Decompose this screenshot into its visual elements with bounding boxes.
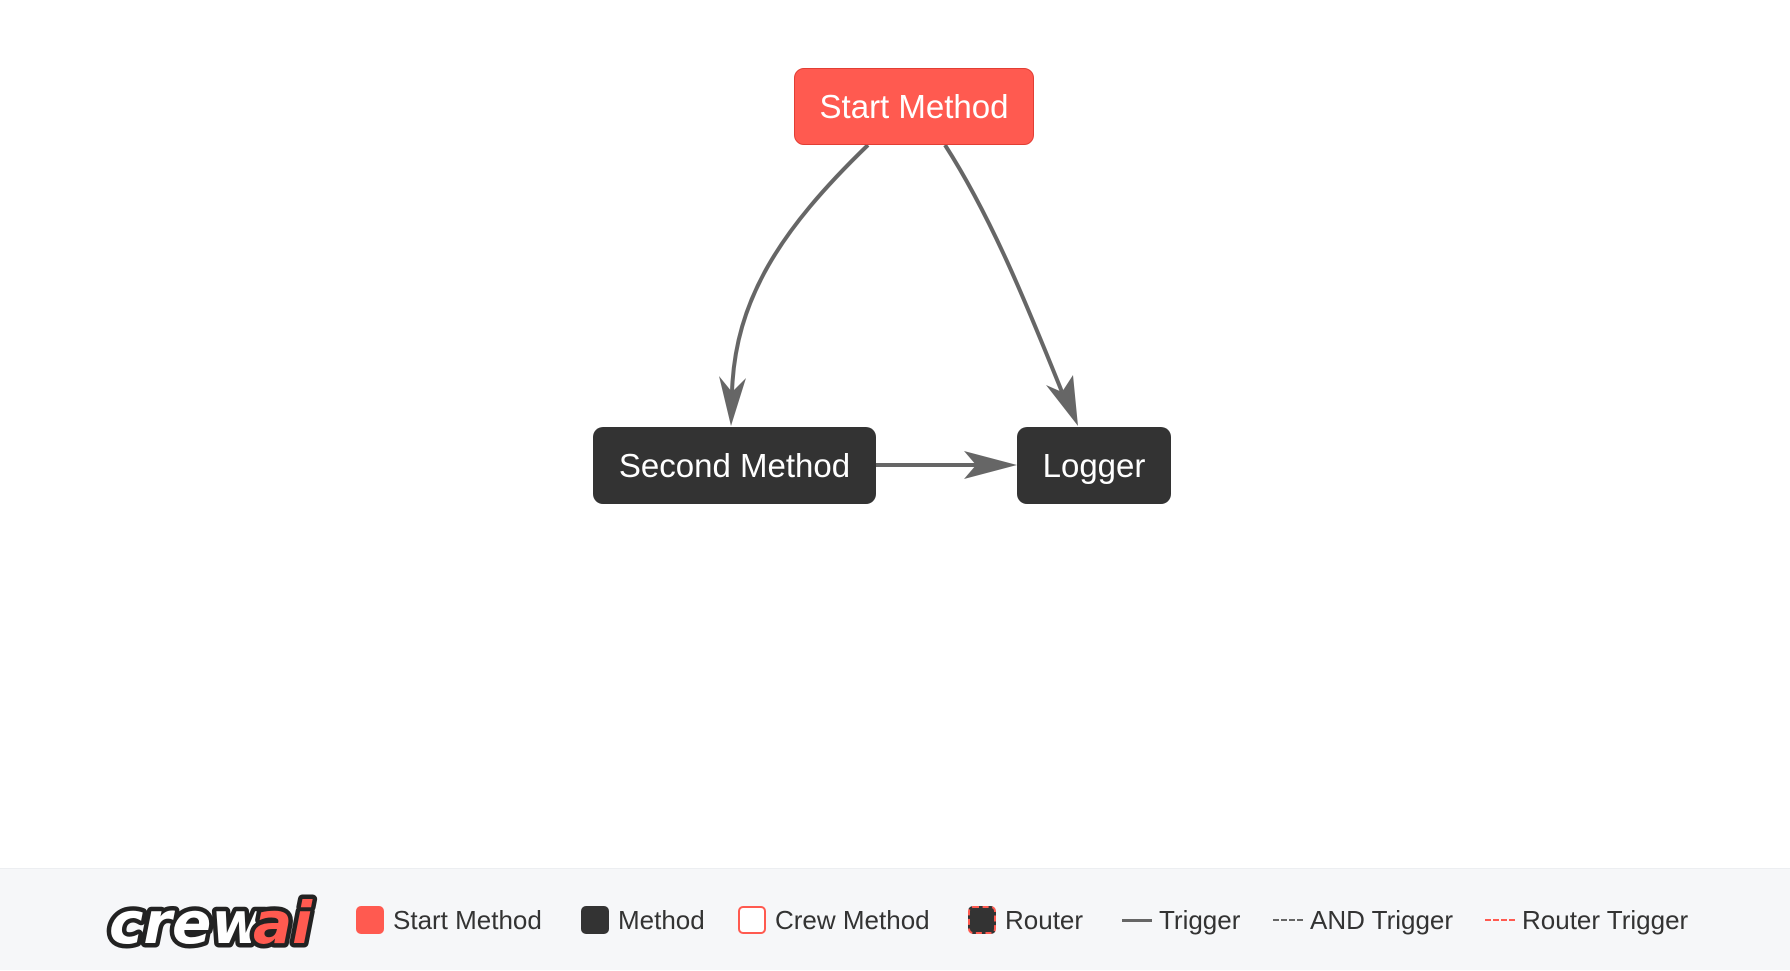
legend-router-label: Router — [1005, 904, 1084, 935]
node-second-method[interactable]: Second Method — [593, 427, 876, 504]
svg-text:crew: crew — [109, 891, 265, 957]
svg-text:ai: ai — [253, 891, 313, 957]
legend-and-trigger-label: AND Trigger — [1310, 904, 1454, 935]
legend-method: Method — [581, 869, 705, 971]
node-second-method-label: Second Method — [618, 446, 851, 484]
svg-text:ai: ai — [253, 891, 313, 957]
legend-trigger: Trigger — [1122, 869, 1240, 971]
edge-start-to-logger — [943, 143, 1064, 393]
edge-start-to-logger-arrowhead — [1046, 375, 1078, 426]
legend-trigger-label: Trigger — [1159, 904, 1241, 935]
solid-line-icon — [1122, 918, 1152, 922]
edges-layer — [719, 143, 1078, 479]
edge-start-to-second — [730, 143, 870, 393]
start-method-swatch-icon — [356, 906, 384, 934]
flow-canvas: Start Method Second Method Logger — [593, 68, 1171, 504]
dashed-line-icon — [1273, 919, 1303, 921]
legend-crew-method: Crew Method — [738, 869, 930, 971]
edge-start-to-second-arrowhead — [719, 376, 746, 426]
legend-method-label: Method — [618, 904, 705, 935]
method-swatch-icon — [581, 906, 609, 934]
node-start-method[interactable]: Start Method — [794, 68, 1034, 145]
legend-router-trigger: Router Trigger — [1485, 869, 1688, 971]
legend-start-method: Start Method — [356, 869, 542, 971]
legend-crew-method-label: Crew Method — [775, 904, 930, 935]
legend-bar: crew crew ai ai Start Method Method Crew… — [0, 868, 1790, 970]
node-logger[interactable]: Logger — [1017, 427, 1171, 504]
node-start-method-label: Start Method — [819, 87, 1009, 125]
red-dashed-line-icon — [1485, 919, 1515, 921]
legend-start-method-label: Start Method — [393, 904, 542, 935]
router-swatch-icon — [968, 906, 996, 934]
crew-method-swatch-icon — [738, 906, 766, 934]
legend-router: Router — [968, 869, 1083, 971]
legend-router-trigger-label: Router Trigger — [1522, 904, 1689, 935]
svg-text:crew: crew — [109, 891, 265, 957]
node-logger-label: Logger — [1042, 446, 1146, 484]
legend-and-trigger: AND Trigger — [1273, 869, 1453, 971]
edge-second-to-logger-arrowhead — [964, 451, 1017, 479]
crewai-logo: crew crew ai ai — [105, 891, 318, 957]
